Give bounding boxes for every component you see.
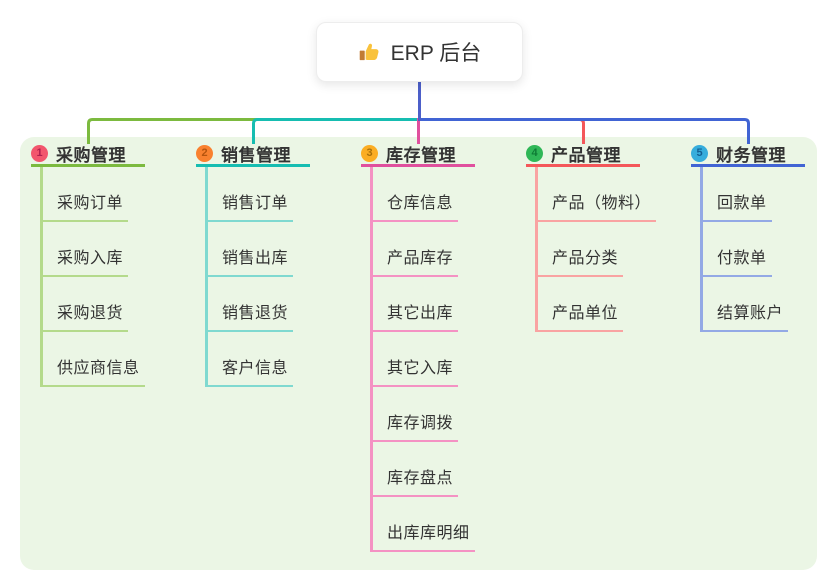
branch-item[interactable]: 销售退货 <box>208 277 294 332</box>
branch-items: 产品（物料） 产品分类 产品单位 <box>535 167 657 332</box>
branch-number-badge: 4 <box>526 145 543 162</box>
branch-title-label: 产品管理 <box>551 146 621 165</box>
branch-title-node[interactable]: 4 产品管理 <box>526 145 640 167</box>
branch-item[interactable]: 客户信息 <box>208 332 294 387</box>
connector-branch-2 <box>252 118 421 144</box>
branch-purchase: 1 采购管理 采购订单 采购入库 采购退货 供应商信息 <box>31 145 145 387</box>
branch-item[interactable]: 采购订单 <box>43 167 129 222</box>
branch-title-label: 采购管理 <box>56 146 126 165</box>
branch-item[interactable]: 回款单 <box>703 167 772 222</box>
branch-item[interactable]: 付款单 <box>703 222 772 277</box>
branch-items: 销售订单 销售出库 销售退货 客户信息 <box>205 167 310 387</box>
branch-item[interactable]: 结算账户 <box>703 277 789 332</box>
branch-item[interactable]: 其它出库 <box>373 277 459 332</box>
branch-title-node[interactable]: 2 销售管理 <box>196 145 310 167</box>
branch-item[interactable]: 销售订单 <box>208 167 294 222</box>
branch-number-badge: 2 <box>196 145 213 162</box>
root-title: ERP 后台 <box>390 42 482 65</box>
branch-title-node[interactable]: 1 采购管理 <box>31 145 145 167</box>
connector-branch-1 <box>87 118 421 144</box>
branch-item[interactable]: 库存调拨 <box>373 387 459 442</box>
branch-inventory: 3 库存管理 仓库信息 产品库存 其它出库 其它入库 库存调拨 库存盘点 出库库… <box>361 145 475 552</box>
branch-item[interactable]: 产品库存 <box>373 222 459 277</box>
branch-item[interactable]: 产品分类 <box>538 222 624 277</box>
branch-item[interactable]: 销售出库 <box>208 222 294 277</box>
branch-item[interactable]: 出库库明细 <box>373 497 475 552</box>
branch-product: 4 产品管理 产品（物料） 产品分类 产品单位 <box>526 145 657 332</box>
branches-panel <box>20 137 817 570</box>
branch-item[interactable]: 采购退货 <box>43 277 129 332</box>
branch-number-badge: 5 <box>691 145 708 162</box>
branch-items: 仓库信息 产品库存 其它出库 其它入库 库存调拨 库存盘点 出库库明细 <box>370 167 475 552</box>
branch-item[interactable]: 产品（物料） <box>538 167 657 222</box>
branch-finance: 5 财务管理 回款单 付款单 结算账户 <box>691 145 805 332</box>
branch-item[interactable]: 供应商信息 <box>43 332 145 387</box>
branch-number-badge: 3 <box>361 145 378 162</box>
branch-item[interactable]: 库存盘点 <box>373 442 459 497</box>
branch-items: 回款单 付款单 结算账户 <box>700 167 805 332</box>
branch-title-node[interactable]: 3 库存管理 <box>361 145 475 167</box>
branch-item[interactable]: 仓库信息 <box>373 167 459 222</box>
root-node[interactable]: ERP 后台 <box>316 22 523 82</box>
branch-title-node[interactable]: 5 财务管理 <box>691 145 805 167</box>
branch-items: 采购订单 采购入库 采购退货 供应商信息 <box>40 167 145 387</box>
branch-title-label: 库存管理 <box>386 146 456 165</box>
branch-sales: 2 销售管理 销售订单 销售出库 销售退货 客户信息 <box>196 145 310 387</box>
branch-title-label: 财务管理 <box>716 146 786 165</box>
branch-number-badge: 1 <box>31 145 48 162</box>
branch-item[interactable]: 采购入库 <box>43 222 129 277</box>
thumbs-up-icon <box>359 43 379 60</box>
branch-item[interactable]: 产品单位 <box>538 277 624 332</box>
connector-branch-5 <box>418 118 750 144</box>
branch-item[interactable]: 其它入库 <box>373 332 459 387</box>
branch-title-label: 销售管理 <box>221 146 291 165</box>
